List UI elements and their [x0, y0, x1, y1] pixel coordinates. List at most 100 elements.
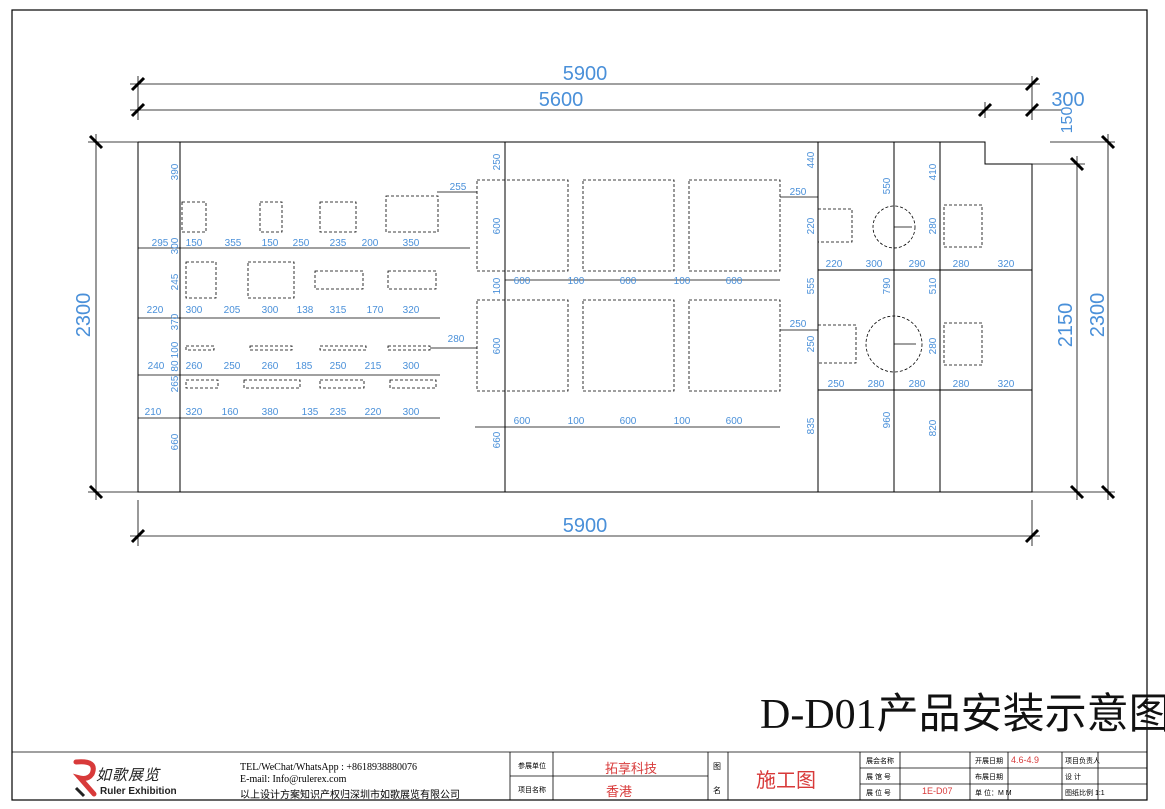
dim-255: 255	[450, 182, 467, 193]
label-exhibitor: 参展单位	[518, 763, 546, 770]
label-open-date: 开展日期	[975, 758, 1003, 765]
label-ming: 名	[713, 786, 721, 795]
dim-v100: 100	[170, 341, 181, 358]
drawing-name: 施工图	[756, 770, 816, 792]
dim-r3-2: 250	[224, 361, 241, 372]
dim-v265: 265	[170, 375, 181, 392]
dim-mm-0: 600	[514, 276, 531, 287]
product-boxes	[181, 179, 983, 392]
dim-r1-1: 150	[186, 238, 203, 249]
dim-r4-4: 135	[302, 407, 319, 418]
dimension-texts: 5900 5600 300 5900 2300 2150 2300 150 39…	[73, 63, 1109, 537]
dim-r2-7: 320	[403, 305, 420, 316]
dim-r3-6: 215	[365, 361, 382, 372]
dim-r4-5: 235	[330, 407, 347, 418]
label-design: 设 计	[1065, 774, 1081, 781]
dim-mb-1: 100	[568, 416, 585, 427]
circle-marks	[894, 226, 916, 345]
dimension-ticks	[88, 76, 1116, 544]
dim-r2-2: 205	[224, 305, 241, 316]
dim-r2-5: 315	[330, 305, 347, 316]
dim-mid-v600b: 600	[492, 337, 503, 354]
dim-r2-6: 170	[367, 305, 384, 316]
dim-rz-v510: 510	[928, 277, 939, 294]
dim-280: 280	[448, 334, 465, 345]
dim-mm-1: 100	[568, 276, 585, 287]
dim-r3-7: 300	[403, 361, 420, 372]
dim-rz-v440: 440	[806, 151, 817, 168]
dim-r2-4: 138	[297, 305, 314, 316]
logo-en: Ruler Exhibition	[100, 786, 177, 797]
label-booth: 展 位 号	[866, 790, 891, 797]
dim-top-inner: 5600	[539, 89, 584, 111]
dim-rz-v280b: 280	[928, 337, 939, 354]
dim-r4-6: 220	[365, 407, 382, 418]
label-build-date: 布展日期	[975, 774, 1003, 781]
label-unit: 单 位：M M	[975, 790, 1012, 797]
dim-rb-1: 280	[868, 379, 885, 390]
dim-r4-0: 210	[145, 407, 162, 418]
dim-rz-v280a: 280	[928, 217, 939, 234]
dim-250-top: 250	[790, 187, 807, 198]
label-tu: 图	[713, 762, 721, 771]
dim-rb-2: 280	[909, 379, 926, 390]
dim-ra-0: 220	[826, 259, 843, 270]
dim-mm-4: 600	[726, 276, 743, 287]
dim-rb-0: 250	[828, 379, 845, 390]
ruler-exhibition-logo-icon	[72, 759, 97, 798]
dim-r4-2: 160	[222, 407, 239, 418]
dim-r1-3: 150	[262, 238, 279, 249]
dim-r2-3: 300	[262, 305, 279, 316]
dim-rz-v960: 960	[882, 411, 893, 428]
dim-r3-5: 250	[330, 361, 347, 372]
label-hall: 展 馆 号	[866, 774, 891, 781]
dim-r2-0: 220	[147, 305, 164, 316]
dim-mb-4: 600	[726, 416, 743, 427]
dim-top-right: 300	[1051, 89, 1084, 111]
dim-r1-5: 235	[330, 238, 347, 249]
dim-r1-7: 350	[403, 238, 420, 249]
page-title: D-D01产品安装示意图	[760, 692, 1165, 738]
dim-v80: 80	[170, 360, 181, 372]
dim-rb-4: 320	[998, 379, 1015, 390]
logo-cn: 如歌展览	[96, 768, 161, 784]
dim-mid-v250: 250	[492, 153, 503, 170]
dim-mm-3: 100	[674, 276, 691, 287]
dim-mb-3: 100	[674, 416, 691, 427]
dim-rz-v820: 820	[928, 419, 939, 436]
dim-r1-2: 355	[225, 238, 242, 249]
dim-r4-7: 300	[403, 407, 420, 418]
dim-250-mid: 250	[790, 319, 807, 330]
label-scale: 图纸比例 1:1	[1065, 790, 1105, 797]
dim-r3-1: 260	[186, 361, 203, 372]
dim-r3-0: 240	[148, 361, 165, 372]
dim-rz-v555: 555	[806, 277, 817, 294]
dim-r1-4: 250	[293, 238, 310, 249]
exhibitor-name: 拓享科技	[605, 761, 658, 776]
contact-email: E-mail: Info@rulerex.com	[240, 774, 347, 785]
dim-r3-3: 260	[262, 361, 279, 372]
dim-mid-v660: 660	[492, 431, 503, 448]
contact-phone: TEL/WeChat/WhatsApp : +8618938880076	[240, 762, 418, 773]
dim-r3-4: 185	[296, 361, 313, 372]
copyright-text: 以上设计方案知识产权归深圳市如歌展览有限公司	[240, 790, 460, 801]
title-block-frame	[12, 751, 1147, 800]
dim-right-small: 150	[1059, 107, 1076, 134]
dim-rz-v550: 550	[882, 177, 893, 194]
project-name: 香港	[606, 784, 633, 799]
sheet-border	[11, 9, 1148, 801]
label-show-name: 展会名称	[866, 758, 894, 765]
dim-rz-v250: 250	[806, 335, 817, 352]
dim-rz-v220: 220	[806, 217, 817, 234]
dim-ra-1: 300	[866, 259, 883, 270]
dim-v390: 390	[170, 163, 181, 180]
dim-v245: 245	[170, 273, 181, 290]
dimension-lines	[88, 76, 1115, 546]
dim-mb-2: 600	[620, 416, 637, 427]
dim-v370: 370	[170, 313, 181, 330]
dim-mm-2: 600	[620, 276, 637, 287]
open-date: 4.6-4.9	[1011, 755, 1040, 765]
dim-rz-v410: 410	[928, 163, 939, 180]
dim-rb-3: 280	[953, 379, 970, 390]
